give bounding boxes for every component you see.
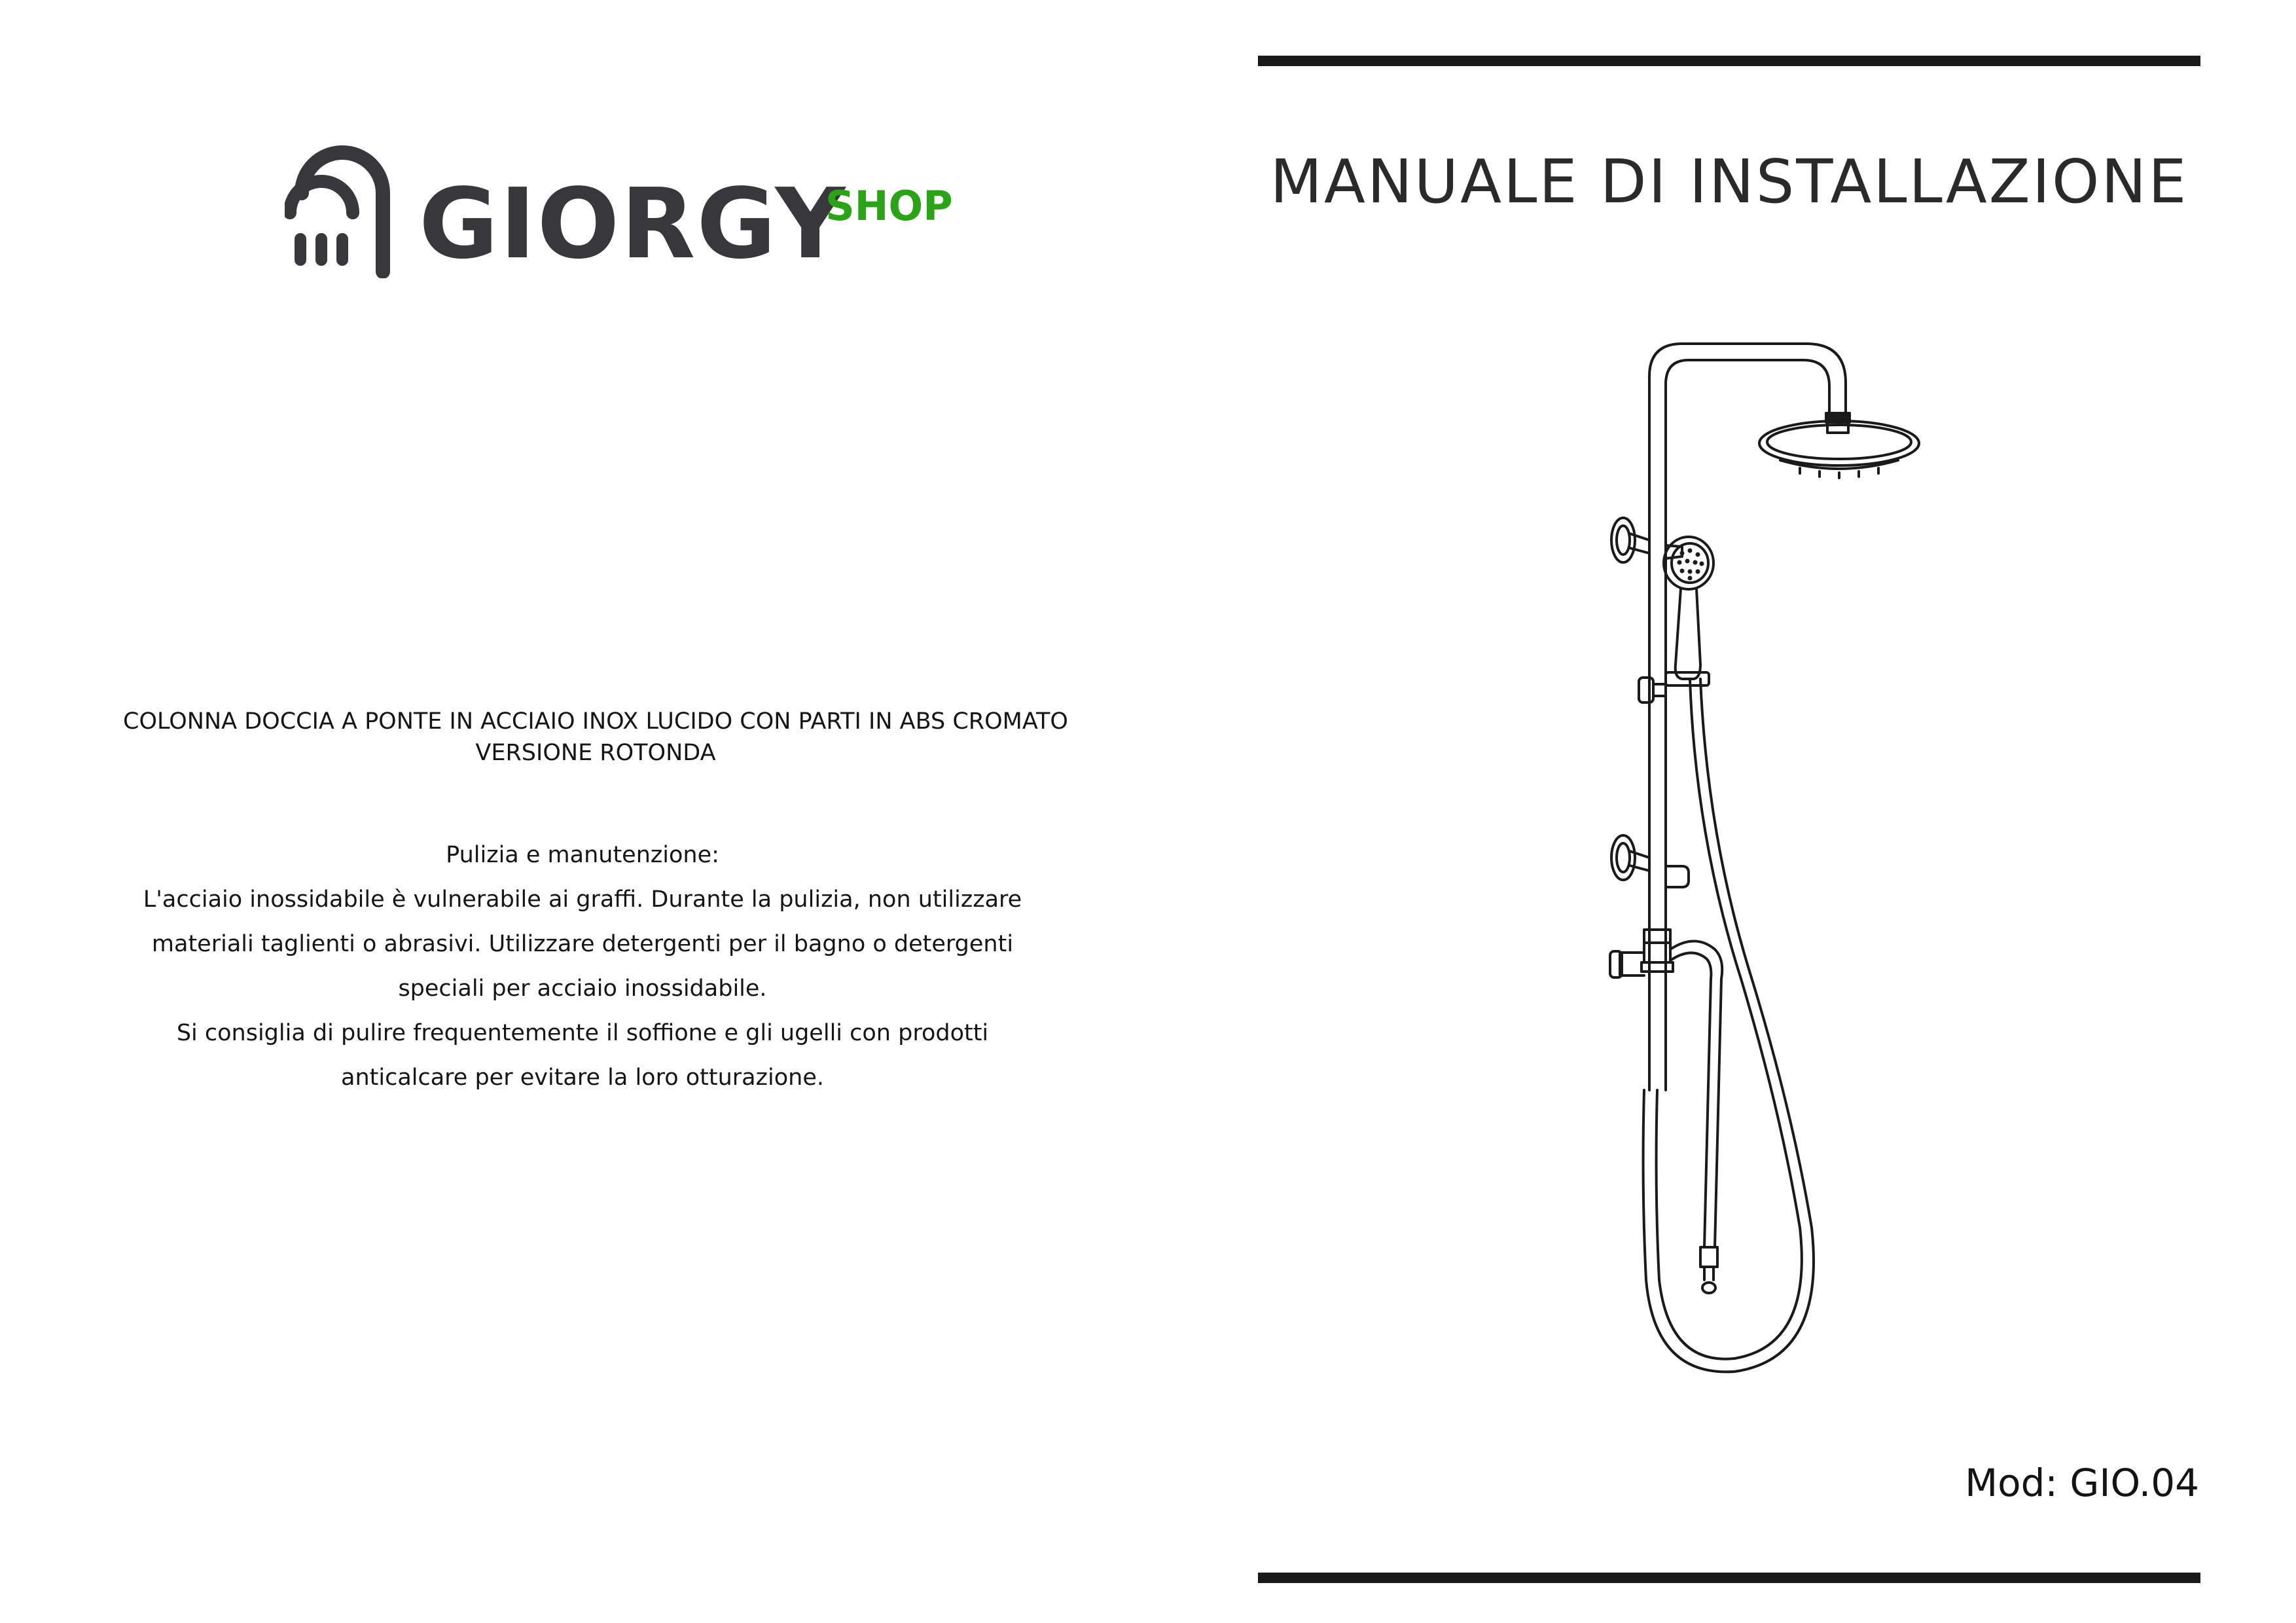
brand-shop-tag: SHOP: [825, 182, 953, 230]
care-line: speciali per acciaio inossidabile.: [398, 976, 767, 1002]
care-line: L'acciaio inossidabile è vulnerabile ai …: [143, 886, 1022, 913]
brand-wordmark: GIORGY: [419, 168, 847, 280]
manual-title: MANUALE DI INSTALLAZIONE: [1270, 147, 2189, 217]
care-line: anticalcare per evitare la loro otturazi…: [341, 1065, 824, 1091]
care-heading: Pulizia e manutenzione:: [446, 842, 719, 868]
care-section: Pulizia e manutenzione: L'acciaio inossi…: [52, 833, 1113, 1100]
brand-logo: GIORGY SHOP: [285, 134, 965, 285]
product-title-line: COLONNA DOCCIA A PONTE IN ACCIAIO INOX L…: [123, 708, 1068, 735]
shower-column-drawing: [1609, 342, 1920, 1374]
shower-logo-icon: [285, 145, 390, 278]
care-line: materiali taglienti o abrasivi. Utilizza…: [151, 931, 1014, 957]
bottom-rule: [1258, 1573, 2200, 1583]
product-title-line: VERSIONE ROTONDA: [475, 740, 716, 766]
care-line: Si consiglia di pulire frequentemente il…: [176, 1020, 989, 1046]
top-rule: [1258, 56, 2200, 66]
product-title: COLONNA DOCCIA A PONTE IN ACCIAIO INOX L…: [26, 706, 1165, 769]
model-number: Mod: GIO.04: [1965, 1461, 2199, 1505]
